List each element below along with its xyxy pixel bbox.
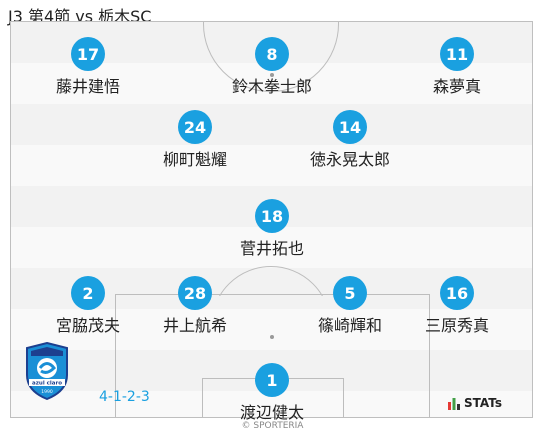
- player-name: 鈴木拳士郎: [231, 77, 312, 96]
- player-name: 藤井建悟: [55, 77, 120, 96]
- svg-text:azul claro: azul claro: [32, 381, 62, 387]
- pitch-stripe: [11, 309, 532, 350]
- player-name: 徳永晃太郎: [309, 150, 390, 169]
- player-number-badge: 8: [255, 37, 289, 71]
- svg-text:1990: 1990: [41, 389, 53, 395]
- player-number-badge: 17: [71, 37, 105, 71]
- player-number-badge: 2: [71, 276, 105, 310]
- player-number-badge: 14: [333, 110, 367, 144]
- player-name: 菅井拓也: [239, 239, 304, 258]
- player-name: 渡辺健太: [239, 403, 304, 422]
- player-name: 三原秀真: [424, 316, 489, 335]
- player-name: 篠崎輝和: [317, 316, 382, 335]
- stats-logo: STATs: [448, 396, 502, 410]
- penalty-spot: [270, 335, 274, 339]
- pitch-stripe: [11, 104, 532, 145]
- player-number-badge: 28: [178, 276, 212, 310]
- player-number-badge: 24: [178, 110, 212, 144]
- player-name: 柳町魁耀: [162, 150, 227, 169]
- player-number-badge: 11: [440, 37, 474, 71]
- player-number-badge: 1: [255, 363, 289, 397]
- club-crest-icon: azul claro 1990: [26, 342, 68, 400]
- copyright-credit: © SPORTERIA: [241, 421, 304, 431]
- pitch-stripe: [11, 227, 532, 268]
- penalty-spot: [270, 73, 274, 77]
- player-name: 森夢真: [432, 77, 481, 96]
- player-number-badge: 5: [333, 276, 367, 310]
- player-name: 井上航希: [162, 316, 227, 335]
- player-number-badge: 16: [440, 276, 474, 310]
- stats-logo-text: STATs: [464, 396, 502, 410]
- player-number-badge: 18: [255, 199, 289, 233]
- pitch-stripe: [11, 145, 532, 186]
- formation-label: 4-1-2-3: [99, 389, 150, 405]
- player-name: 宮脇茂夫: [55, 316, 120, 335]
- stats-bars-icon: [448, 398, 460, 410]
